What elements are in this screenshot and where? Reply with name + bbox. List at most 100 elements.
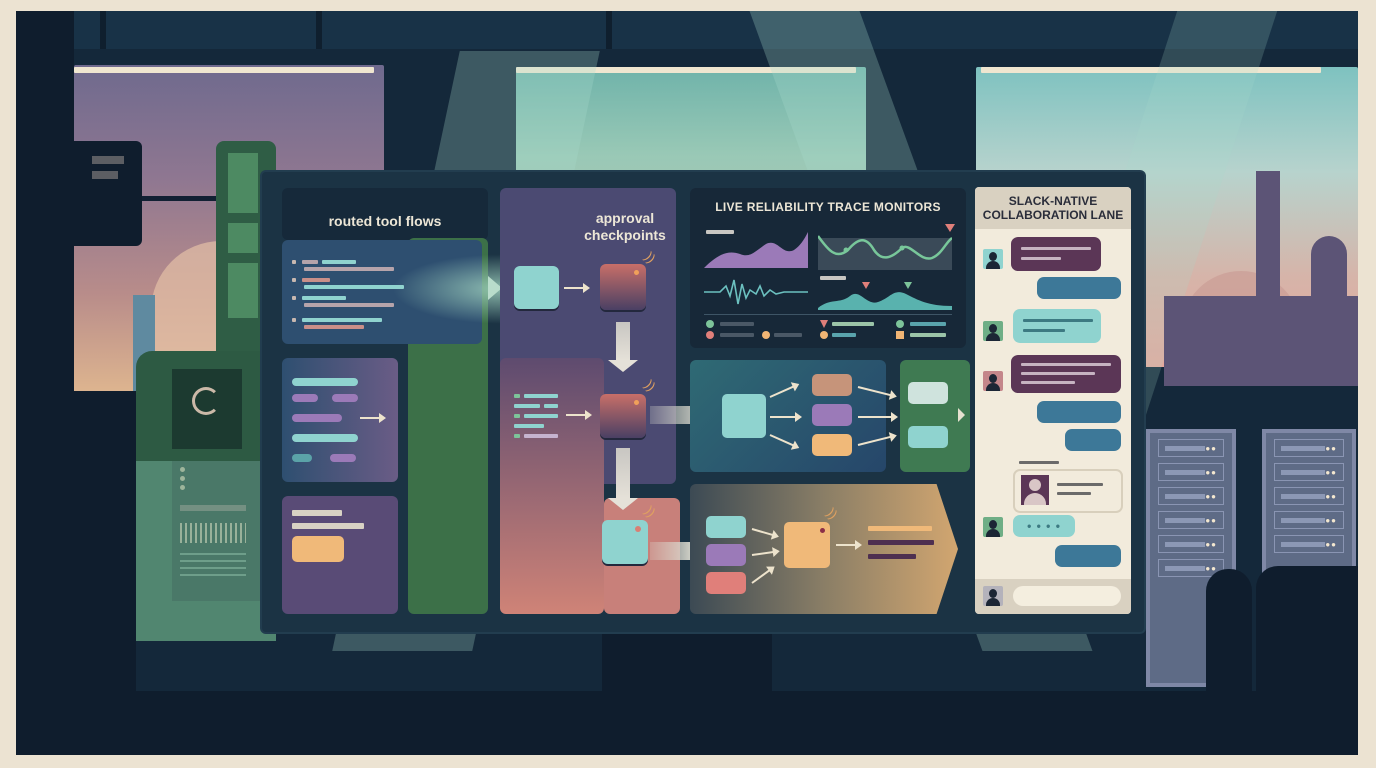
worker-node[interactable] [812, 374, 852, 396]
legend-marker-icon [706, 331, 714, 339]
message-line [1023, 319, 1093, 322]
avatar[interactable] [983, 249, 1003, 269]
control-box-slot [92, 171, 118, 179]
avatar[interactable] [983, 517, 1003, 537]
pulse-waveform [704, 279, 808, 305]
server-slot: ●● [1158, 439, 1224, 457]
checkpoint-node-3[interactable] [602, 520, 648, 564]
flow-arrowhead-icon [488, 276, 502, 300]
avatar[interactable] [983, 321, 1003, 341]
message-bubble[interactable] [1011, 237, 1101, 271]
tree-node [332, 394, 358, 402]
checklist-line [524, 414, 558, 418]
output-line [868, 554, 916, 559]
legend-marker-icon [820, 320, 828, 328]
routed-title: routed tool flows [328, 213, 442, 229]
control-box-slot [92, 156, 124, 164]
results-panel [900, 360, 970, 472]
server-slot: ●● [1158, 463, 1224, 481]
gauge-icon [192, 387, 220, 415]
collab-header: SLACK-NATIVE COLLABORATION LANE [975, 187, 1131, 229]
message-line [1021, 247, 1091, 250]
log-line [302, 296, 346, 300]
approval-title-line1: approval [595, 210, 655, 226]
chevron-right-icon [958, 408, 965, 422]
input-node[interactable] [706, 544, 746, 566]
arrow-icon [770, 412, 802, 422]
arrow-icon [769, 383, 798, 398]
checklist-line [524, 394, 558, 398]
alert-marker-icon [862, 282, 870, 289]
log-bullet [292, 278, 296, 282]
server-slot: ●● [1158, 511, 1224, 529]
legend-label-bar [910, 333, 946, 337]
aggregator-node[interactable] [784, 522, 830, 568]
checklist-box [514, 434, 520, 438]
message-bubble[interactable] [1037, 277, 1121, 299]
tank-silhouette [1256, 566, 1358, 696]
log-line [304, 303, 394, 307]
input-node[interactable] [706, 572, 746, 594]
arrow-icon [858, 412, 898, 422]
legend-label-bar [910, 322, 946, 326]
beam-divider [606, 11, 612, 49]
chart-label-bar [706, 230, 734, 234]
tree-node [292, 414, 342, 422]
message-bubble[interactable] [1011, 355, 1121, 393]
message-bubble[interactable] [1065, 429, 1121, 451]
collab-title-line2: COLLABORATION LANE [982, 208, 1124, 222]
log-line [304, 325, 364, 329]
worker-node[interactable] [812, 434, 852, 456]
message-bubble[interactable] [1055, 545, 1121, 567]
profile-card[interactable] [1013, 469, 1123, 513]
signal-icon: )) [823, 505, 841, 522]
status-light [635, 526, 641, 532]
result-node[interactable] [908, 426, 948, 448]
server-slot: ●● [1274, 535, 1344, 553]
input-node[interactable] [514, 266, 559, 309]
input-node[interactable] [706, 516, 746, 538]
result-node[interactable] [908, 382, 948, 404]
checkpoint-node-2[interactable] [600, 394, 646, 438]
checklist-line [514, 424, 544, 428]
log-line [302, 318, 382, 322]
ceiling-light-center [516, 67, 856, 73]
profile-line [1057, 492, 1091, 495]
routed-header: routed tool flows [282, 188, 488, 240]
checkpoint-node-1[interactable] [600, 264, 646, 310]
typing-indicator: • • • • [1013, 515, 1075, 537]
avatar[interactable] [983, 586, 1003, 606]
legend-marker-icon [896, 320, 904, 328]
monitors-title: LIVE RELIABILITY TRACE MONITORS [715, 200, 941, 214]
beam-divider [100, 11, 106, 49]
checklist-line [514, 404, 540, 408]
server-slot: ●● [1158, 487, 1224, 505]
log-line [304, 267, 394, 271]
message-bubble[interactable] [1037, 401, 1121, 423]
board-stand [602, 631, 772, 701]
server-slot: ●● [1158, 535, 1224, 553]
avatar[interactable] [983, 371, 1003, 391]
ok-marker-icon [904, 282, 912, 289]
message-bubble[interactable] [1013, 309, 1101, 343]
purple-area-chart [704, 232, 808, 268]
alert-marker-icon [945, 224, 955, 232]
arrow-icon [751, 528, 778, 538]
log-bullet [292, 296, 296, 300]
ceiling-light-left [74, 67, 374, 73]
approval-title: approval checkpoints [560, 210, 690, 244]
arrow-right-icon [566, 410, 592, 420]
card-caption [1019, 461, 1059, 464]
dispatcher-node[interactable] [722, 394, 766, 438]
teal-area-chart [818, 292, 952, 310]
message-line [1021, 257, 1061, 260]
profile-head [1029, 479, 1041, 491]
arrow-icon [751, 550, 778, 556]
floor [16, 691, 1358, 755]
legend-label-bar [774, 333, 802, 337]
pipe [142, 196, 242, 201]
worker-node[interactable] [812, 404, 852, 426]
tree-node [292, 394, 318, 402]
collaboration-lane: SLACK-NATIVE COLLABORATION LANE • • • • [975, 187, 1131, 614]
message-input[interactable] [1013, 586, 1121, 606]
